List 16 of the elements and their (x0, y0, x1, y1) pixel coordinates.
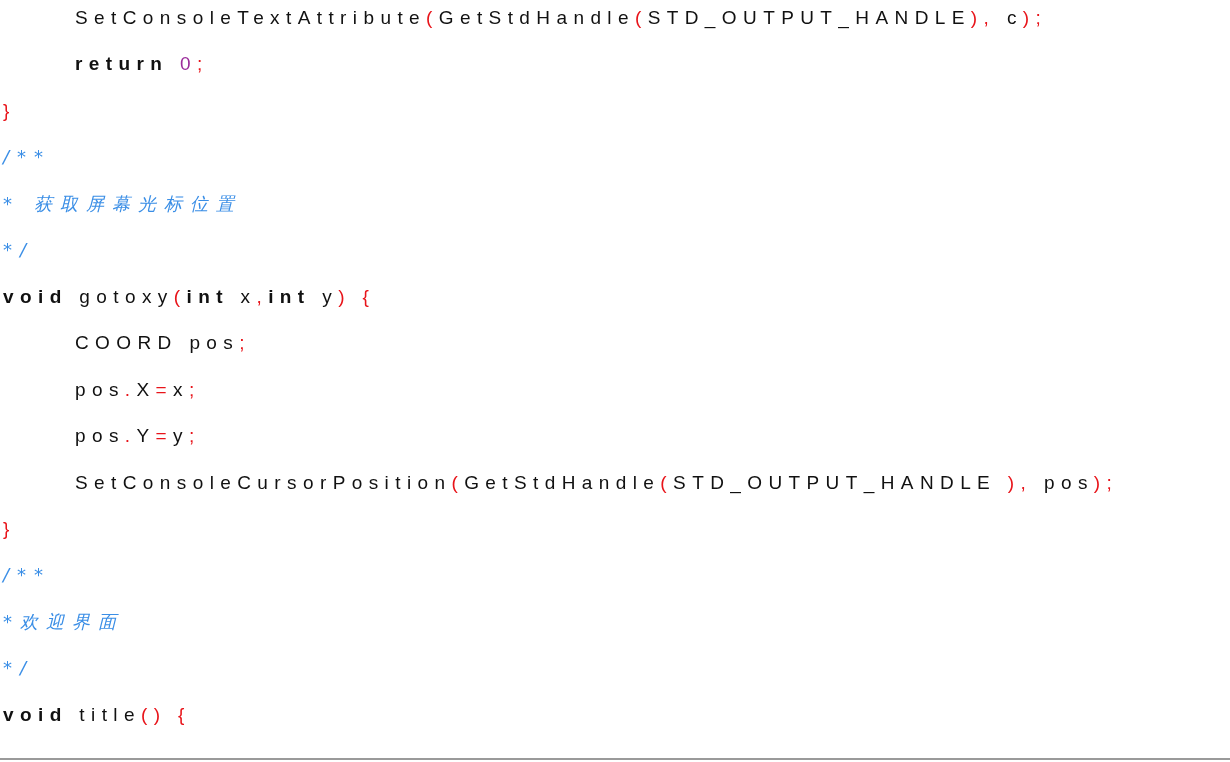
code-comment: *欢迎界面 (3, 609, 124, 634)
code-comment: * 获取屏幕光标位置 (3, 191, 242, 216)
code-line: } (3, 516, 16, 541)
code-line: return 0; (75, 52, 209, 77)
code-line: SetConsoleCursorPosition(GetStdHandle(STD_OUTPUT_HANDLE ), pos); (75, 470, 1119, 495)
code-comment: */ (3, 238, 35, 263)
code-comment: /** (3, 145, 52, 170)
code-line: pos.Y=y; (75, 424, 201, 449)
code-line: } (3, 98, 16, 123)
code-line: COORD pos; (75, 331, 251, 356)
code-line: void gotoxy(int x,int y) { (3, 284, 376, 309)
code-line: pos.X=x; (75, 377, 201, 402)
code-line: SetConsoleTextAttribute(GetStdHandle(STD_OUTPUT_HANDLE), c); (75, 6, 1048, 30)
code-comment: */ (3, 656, 35, 681)
code-line: void title() { (3, 702, 191, 727)
code-comment: /** (3, 563, 52, 588)
